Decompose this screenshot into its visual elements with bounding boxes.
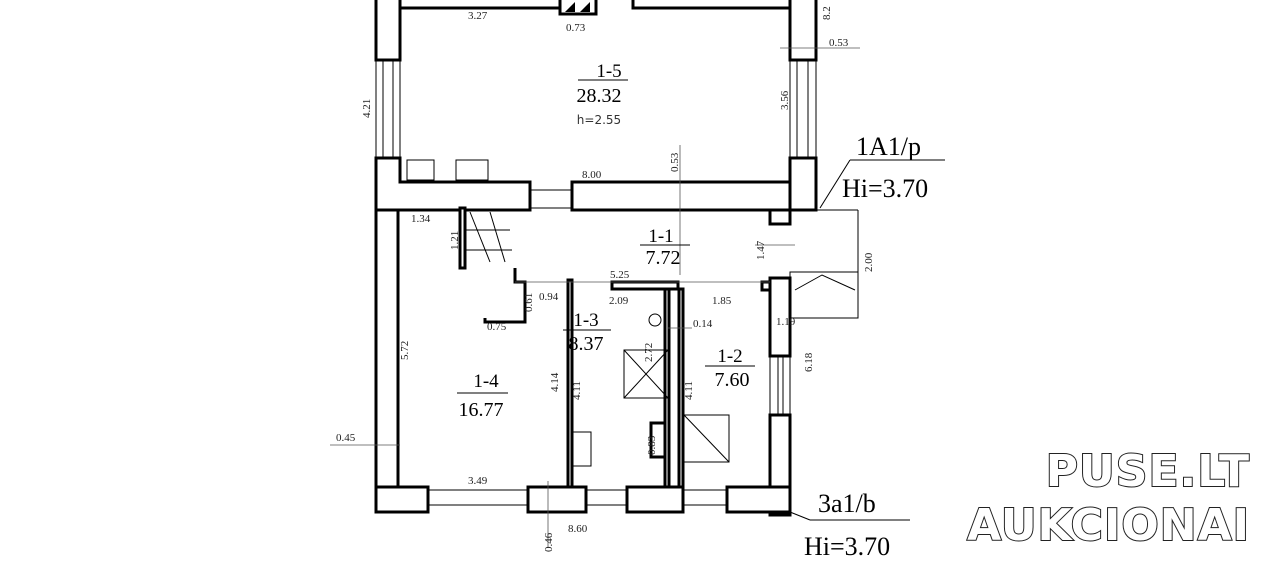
dim-label: 8.00	[582, 169, 602, 181]
dim-label: 4.11	[683, 381, 695, 400]
room-id: 1-5	[596, 61, 621, 82]
dim-label: 2.00	[863, 252, 875, 272]
dim-label: 0.14	[693, 318, 713, 330]
dim-label: 0.83	[646, 435, 658, 455]
dim-label: 1.19	[776, 316, 796, 328]
watermark-line-1: PUSE.LT	[1045, 445, 1250, 498]
level-code: 3a1/b	[818, 489, 876, 518]
dim-label: 8.60	[568, 523, 588, 535]
level-height: Hi=3.70	[804, 532, 890, 561]
dim-label: 0.53	[829, 37, 849, 49]
dim-label: 4.14	[549, 372, 561, 392]
room-id: 1-2	[717, 346, 742, 367]
room-area: 28.32	[577, 85, 622, 107]
room-labels: 1-5 28.32 h=2.55 1-1 7.72 1-4 16.77 1-3 …	[457, 61, 755, 421]
dim-label: 1.85	[712, 295, 732, 307]
room-id: 1-1	[648, 226, 673, 247]
dim-label: 0.45	[336, 432, 356, 444]
dim-label: 6.18	[803, 352, 815, 372]
dim-label: 2.72	[643, 343, 655, 362]
room-area: 7.72	[646, 247, 681, 269]
room-id: 1-3	[573, 310, 598, 331]
dim-label: 0.46	[543, 532, 555, 552]
room-area: 7.60	[715, 369, 750, 391]
room-height: h=2.55	[577, 113, 621, 127]
room-id: 1-4	[473, 371, 499, 392]
dim-label: 3.56	[779, 90, 791, 110]
level-height: Hi=3.70	[842, 174, 928, 203]
dim-label: 8.2	[821, 6, 833, 20]
dim-label: 1.21	[449, 231, 461, 250]
dim-label: 5.72	[399, 341, 411, 360]
dim-label: 0.61	[523, 293, 535, 312]
dimension-lines	[330, 47, 860, 548]
dim-label: 2.09	[609, 295, 629, 307]
dim-label: 5.25	[610, 269, 630, 281]
room-area: 16.77	[459, 399, 504, 421]
dim-label: 1.34	[411, 213, 431, 225]
dim-label: 0.75	[487, 321, 507, 333]
level-code: 1A1/p	[856, 132, 921, 161]
dim-label: 3.27	[468, 10, 488, 22]
dim-label: 4.21	[361, 99, 373, 118]
watermark-line-2: AUKCIONAI	[966, 499, 1250, 552]
dim-label: 0.53	[669, 152, 681, 172]
dim-label: 0.73	[566, 22, 586, 34]
dim-label: 0.94	[539, 291, 559, 303]
dim-label: 3.49	[468, 475, 488, 487]
dimension-labels: 3.27 0.73 8.2 0.53 4.21 3.56 8.00 0.53 1…	[336, 6, 875, 552]
dim-label: 1.47	[755, 240, 767, 260]
dim-label: 4.11	[571, 381, 583, 400]
room-area: 8.37	[569, 333, 604, 355]
walls	[374, 0, 945, 521]
level-markers: 1A1/p Hi=3.70 3a1/b Hi=3.70	[804, 132, 928, 561]
